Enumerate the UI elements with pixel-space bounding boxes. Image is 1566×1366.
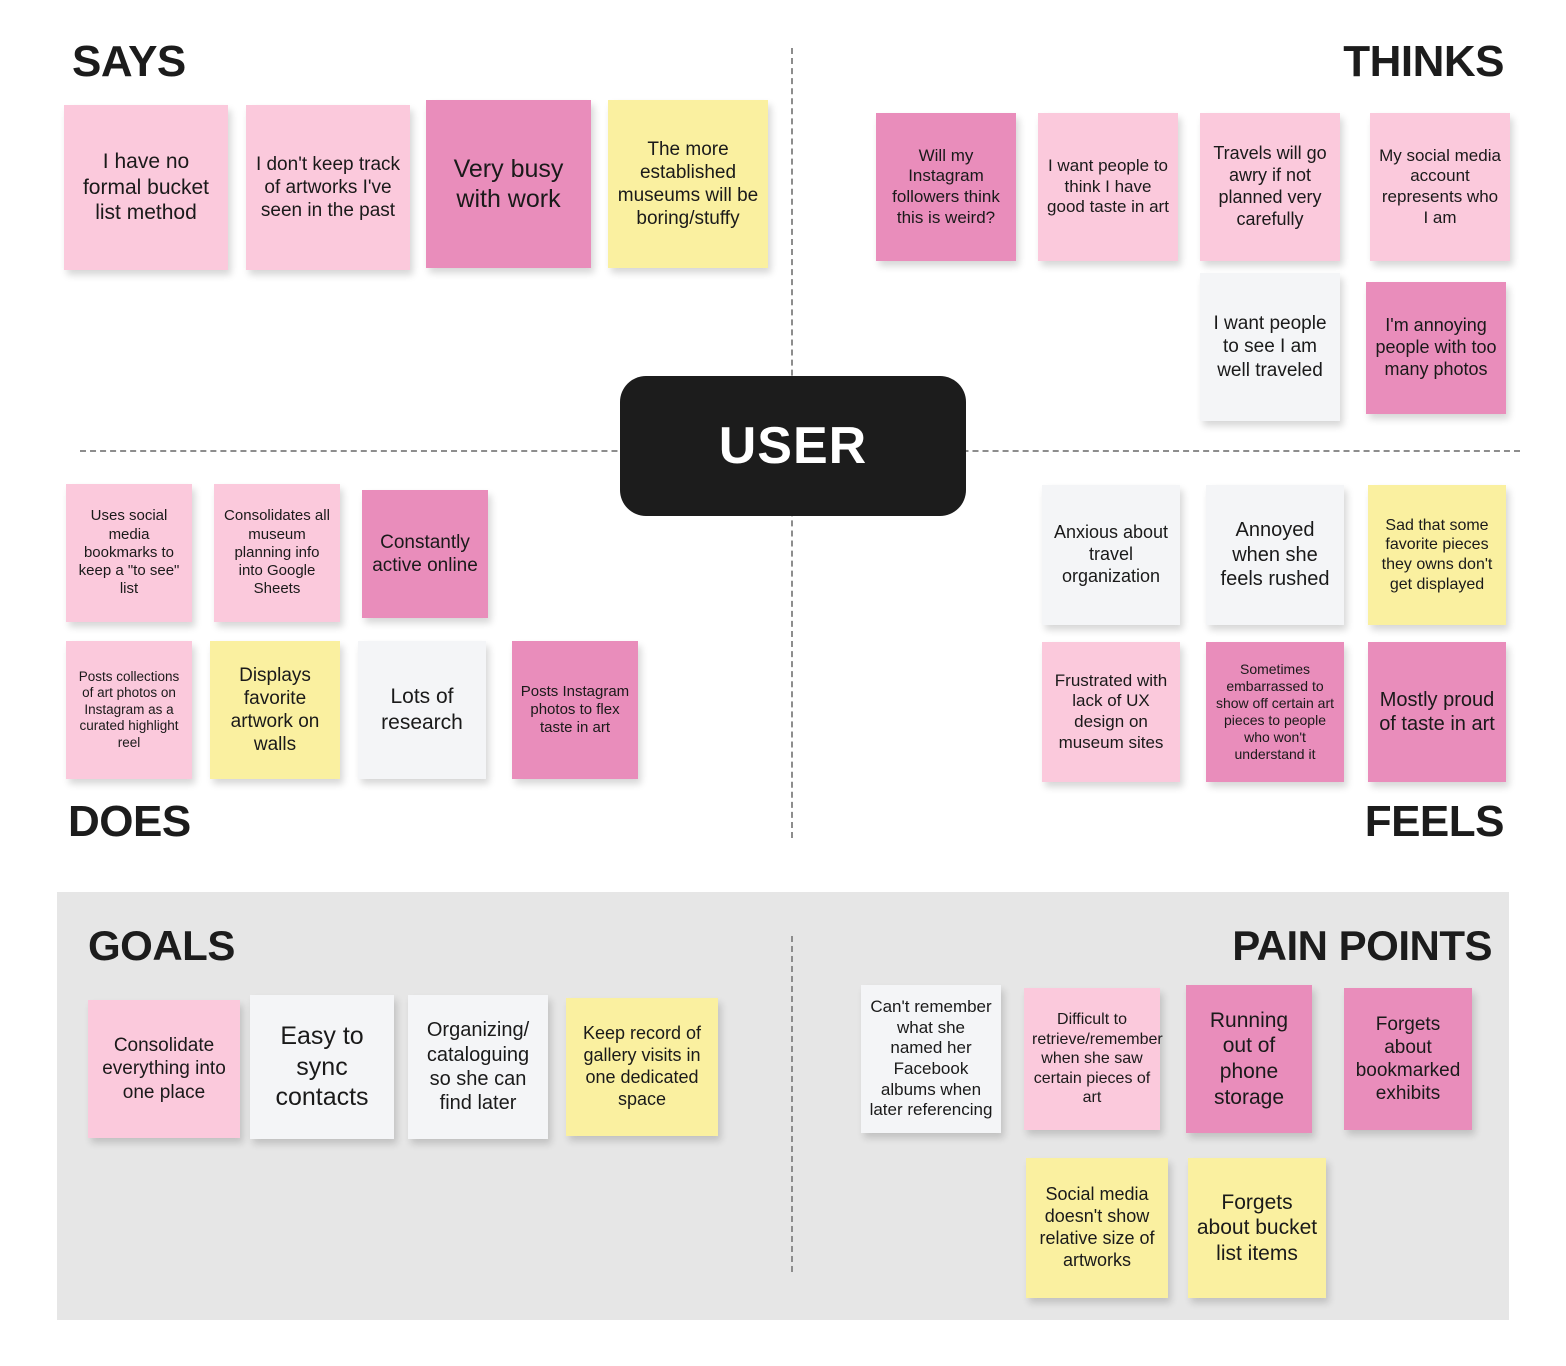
heading-feels: FEELS [1364, 797, 1505, 846]
note-feels-2[interactable]: Annoyed when she feels rushed [1206, 485, 1344, 625]
note-goal-4[interactable]: Keep record of gallery visits in one ded… [566, 998, 718, 1136]
heading-goals: GOALS [88, 922, 235, 969]
heading-pain-points: PAIN POINTS [1232, 922, 1492, 969]
note-does-4[interactable]: Posts collections of art photos on Insta… [66, 641, 192, 779]
note-says-3[interactable]: Very busy with work [426, 100, 591, 268]
note-thinks-4[interactable]: My social media account represents who I… [1370, 113, 1510, 261]
note-goal-2[interactable]: Easy to sync contacts [250, 995, 394, 1139]
note-thinks-1[interactable]: Will my Instagram followers think this i… [876, 113, 1016, 261]
heading-does: DOES [68, 797, 191, 846]
user-center-badge: USER [620, 376, 966, 516]
note-pain-4[interactable]: Forgets about bookmarked exhibits [1344, 988, 1472, 1130]
note-goal-1[interactable]: Consolidate everything into one place [88, 1000, 240, 1138]
note-thinks-2[interactable]: I want people to think I have good taste… [1038, 113, 1178, 261]
note-thinks-3[interactable]: Travels will go awry if not planned very… [1200, 113, 1340, 261]
note-feels-6[interactable]: Mostly proud of taste in art [1368, 642, 1506, 782]
heading-thinks: THINKS [1343, 37, 1504, 86]
note-thinks-6[interactable]: I'm annoying people with too many photos [1366, 282, 1506, 414]
note-says-2[interactable]: I don't keep track of artworks I've seen… [246, 105, 410, 270]
note-feels-4[interactable]: Frustrated with lack of UX design on mus… [1042, 642, 1180, 782]
note-feels-5[interactable]: Sometimes embarrassed to show off certai… [1206, 642, 1344, 782]
note-pain-6[interactable]: Forgets about bucket list items [1188, 1158, 1326, 1298]
note-says-4[interactable]: The more established museums will be bor… [608, 100, 768, 268]
note-does-3[interactable]: Constantly active online [362, 490, 488, 618]
note-pain-1[interactable]: Can't remember what she named her Facebo… [861, 985, 1001, 1133]
note-does-7[interactable]: Posts Instagram photos to flex taste in … [512, 641, 638, 779]
note-pain-3[interactable]: Running out of phone storage [1186, 985, 1312, 1133]
note-says-1[interactable]: I have no formal bucket list method [64, 105, 228, 270]
divider-vertical-bottom [791, 936, 793, 1272]
note-feels-3[interactable]: Sad that some favorite pieces they owns … [1368, 485, 1506, 625]
note-pain-2[interactable]: Difficult to retrieve/remember when she … [1024, 988, 1163, 1130]
note-pain-5[interactable]: Social media doesn't show relative size … [1026, 1158, 1168, 1298]
note-does-2[interactable]: Consolidates all museum planning info in… [214, 484, 340, 622]
note-goal-3[interactable]: Organizing/ cataloguing so she can find … [408, 995, 548, 1139]
note-does-6[interactable]: Lots of research [358, 641, 486, 779]
heading-says: SAYS [72, 37, 186, 86]
user-center-label: USER [718, 417, 868, 475]
note-does-5[interactable]: Displays favorite artwork on walls [210, 641, 340, 779]
note-thinks-5[interactable]: I want people to see I am well traveled [1200, 273, 1340, 421]
note-feels-1[interactable]: Anxious about travel organization [1042, 485, 1180, 625]
note-does-1[interactable]: Uses social media bookmarks to keep a "t… [66, 484, 192, 622]
